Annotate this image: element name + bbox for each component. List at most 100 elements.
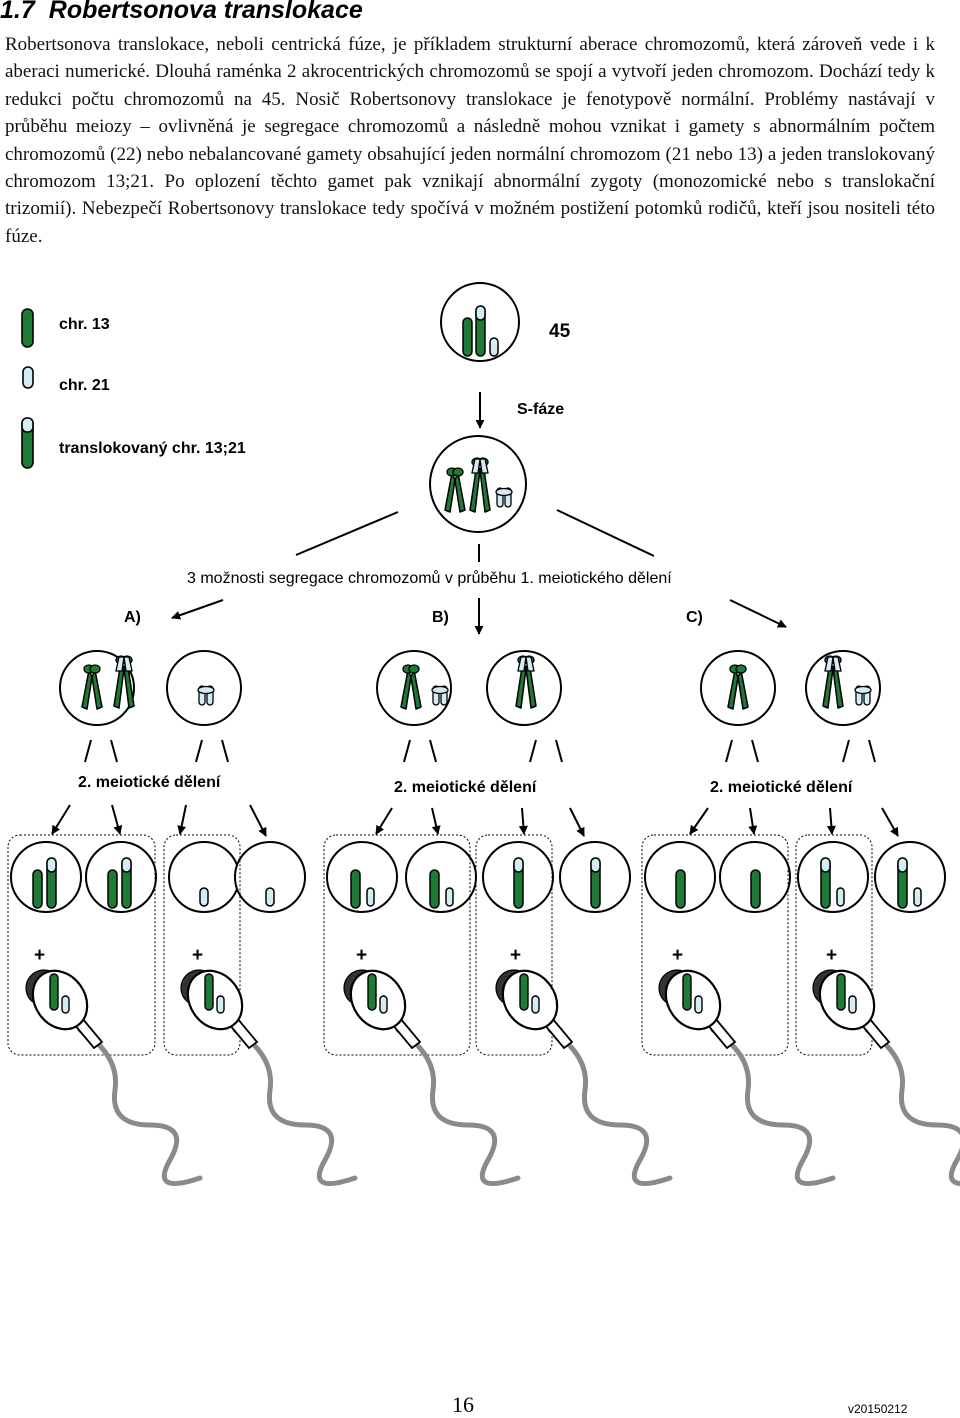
- gamete-cell-10-chr13: [750, 869, 761, 909]
- sperm-tail-4: [547, 1027, 673, 1187]
- division-tick-right-a2: [221, 739, 229, 763]
- gamete-cell-1-translocated: [46, 857, 57, 909]
- cell-b2-translocated: [515, 655, 537, 709]
- sperm-head-4: [501, 969, 559, 1031]
- division-tick-right-c1: [751, 739, 759, 763]
- gamete-arrow-12: [881, 807, 899, 837]
- division-tick-right-b2: [555, 739, 563, 763]
- legend-chr21-icon: [22, 366, 34, 389]
- version-label: v20150212: [848, 1402, 908, 1416]
- sperm-chr13-5: [682, 973, 692, 1011]
- sperm-head-2: [186, 969, 244, 1031]
- division-tick-left-b2: [529, 739, 537, 763]
- gamete-cell-12-translocated: [897, 857, 908, 909]
- zygote-group-box-2: [163, 834, 241, 1056]
- gamete-cell-11-translocated: [820, 857, 831, 909]
- sperm-3: [343, 969, 521, 1187]
- legend-chr13-icon: [21, 308, 34, 348]
- gamete-cell-6: [405, 841, 477, 913]
- gamete-arrow-3: [177, 804, 187, 835]
- gamete-arrow-6: [431, 807, 441, 835]
- sperm-tail-6: [864, 1027, 960, 1186]
- sperm-tail-1: [77, 1027, 203, 1187]
- sperm-chr21-1: [61, 995, 70, 1014]
- option-b-label: B): [432, 609, 449, 626]
- sperm-tail-3: [395, 1027, 521, 1187]
- sperm-5: [658, 969, 836, 1187]
- sperm-1: [25, 969, 203, 1187]
- branch-layer: [51, 739, 899, 837]
- division-tick-right-a1: [110, 739, 118, 763]
- gamete-cell-5-chr21: [366, 887, 375, 907]
- flow-arrows: [171, 392, 787, 635]
- sperm-chr13-2: [204, 973, 214, 1011]
- zygote-group-box-3: [323, 834, 471, 1056]
- parent-chr21: [489, 337, 499, 357]
- page-number: 16: [452, 1392, 474, 1417]
- cell-c2-translocated: [822, 655, 844, 709]
- replicated-translocated-chr: [469, 457, 491, 513]
- sperm-6: [812, 969, 960, 1186]
- plus-sign-6: +: [826, 945, 837, 966]
- sperm-chr21-4: [531, 995, 540, 1014]
- cell-c1: [700, 650, 776, 726]
- section-number: 1.7: [0, 0, 35, 24]
- sperm-head-1: [31, 969, 89, 1031]
- legend-chr13-label: chr. 13: [59, 316, 110, 333]
- cell-b1-chr21: [431, 685, 449, 706]
- gamete-cell-5-chr13: [350, 869, 361, 909]
- sperm-chr13-6: [836, 973, 846, 1011]
- legend-chr21-label: chr. 21: [59, 377, 110, 394]
- sperm-chr13-1: [49, 973, 59, 1011]
- legend: chr. 13 chr. 21 translokovaný chr. 13;21: [21, 308, 246, 469]
- gamete-cell-6-chr13: [429, 869, 440, 909]
- gamete-arrow-1: [51, 804, 71, 835]
- cell-a1-chr13: [81, 664, 103, 710]
- gamete-arrow-7: [518, 807, 528, 835]
- gamete-cell-11: [797, 841, 869, 913]
- cell-a2-chr21: [197, 685, 215, 706]
- cell-a1-translocated: [113, 655, 135, 709]
- gamete-arrow-5: [375, 807, 393, 835]
- plus-sign-3: +: [356, 945, 367, 966]
- cell-b1-chr13: [400, 664, 422, 710]
- gamete-cell-6-chr21: [445, 887, 454, 907]
- division-tick-right-b1: [429, 739, 437, 763]
- zygote-group-box-1: [7, 834, 156, 1056]
- gamete-cell-2: [85, 841, 157, 913]
- gamete-arrow-10: [748, 807, 758, 835]
- option-c-label: C): [686, 609, 703, 626]
- gamete-cell-5: [326, 841, 398, 913]
- arrow-option-a: [171, 599, 224, 620]
- zygote-group-box-5: [641, 834, 789, 1056]
- zygote-group-box-6: [795, 834, 873, 1056]
- gamete-arrow-4: [249, 804, 267, 837]
- plus-sign-5: +: [672, 945, 683, 966]
- gamete-cell-8-translocated: [590, 857, 601, 909]
- division-tick-left-c1: [725, 739, 733, 763]
- gamete-cell-11-chr21: [836, 887, 845, 907]
- split-line-right: [556, 509, 655, 557]
- sperm-chr21-2: [216, 995, 225, 1014]
- division-tick-right-c2: [868, 739, 876, 763]
- second-division-label-c: 2. meiotické dělení: [710, 779, 853, 796]
- replicated-chr21: [495, 487, 513, 508]
- gamete-arrow-11: [826, 807, 836, 835]
- gamete-cell-2-translocated: [121, 857, 132, 909]
- sperm-head-5: [664, 969, 722, 1031]
- count-label: 45: [549, 321, 571, 342]
- second-division-label-a: 2. meiotické dělení: [78, 774, 221, 791]
- plus-sign-2: +: [192, 945, 203, 966]
- sperm-chr21-3: [379, 995, 388, 1014]
- plus-sign-4: +: [510, 945, 521, 966]
- cells-layer: [7, 282, 946, 1056]
- gamete-cell-1: [10, 841, 82, 913]
- sperm-tail-2: [232, 1027, 358, 1187]
- sperm-2: [180, 969, 358, 1187]
- gamete-cell-3-chr21: [199, 887, 209, 907]
- gamete-cell-12-chr21: [913, 887, 922, 907]
- gamete-cell-7-translocated: [513, 857, 524, 909]
